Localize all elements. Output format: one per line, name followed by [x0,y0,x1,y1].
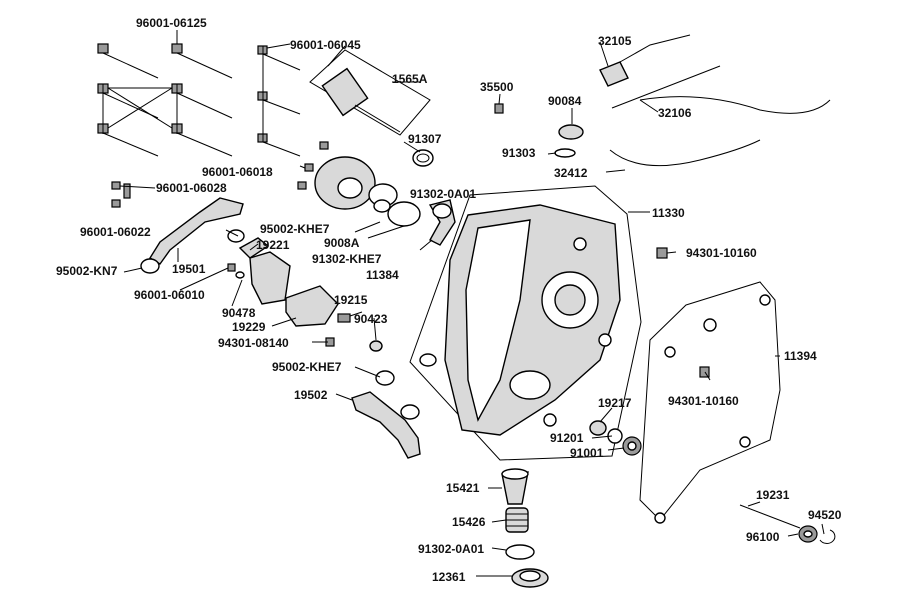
part-label: 91001 [570,446,604,460]
part-label: 19501 [172,262,206,276]
part-label: 95002-KHE7 [272,360,342,374]
bolt-group-06045 [257,43,301,157]
crankcase-cover-11330 [409,185,642,461]
part-label: 91201 [550,431,584,445]
oil-filter-stack [501,468,549,588]
sensor-wires [494,34,831,167]
part-label: 32412 [554,166,588,180]
part-label: 15421 [446,481,480,495]
part-label: 96001-06045 [290,38,361,52]
part-label: 19231 [756,488,790,502]
part-label: 11330 [652,206,685,220]
part-label: 90423 [354,312,388,326]
part-label: 12361 [432,570,466,584]
part-label: 9008A [324,236,360,250]
part-label: 90084 [548,94,582,108]
bolt-group-06125 [97,30,233,157]
part-label: 94301-08140 [218,336,289,350]
part-label: 11394 [784,349,817,363]
part-label: 95002-KHE7 [260,222,330,236]
part-label: 94301-10160 [668,394,739,408]
part-label: 96001-06125 [136,16,207,30]
part-label: 94520 [808,508,842,522]
part-label: 19221 [256,238,290,252]
part-label: 19215 [334,293,368,307]
part-label: 90478 [222,306,256,320]
part-label: 91302-0A01 [418,542,485,556]
part-label: 19502 [294,388,328,402]
hose-19502 [351,370,421,459]
pipe-11384 [428,199,456,246]
part-label: 19217 [598,396,632,410]
part-label: 96001-06028 [156,181,227,195]
shaft-19231 [739,504,836,544]
part-label: 95002-KN7 [56,264,118,278]
part-label: 91303 [502,146,536,160]
part-label: 94301-10160 [686,246,757,260]
pump-housing [227,237,383,352]
part-label: 91302-KHE7 [312,252,382,266]
part-label: 1565A [392,72,428,86]
part-label: 91302-0A01 [410,187,477,201]
part-label: 32106 [658,106,692,120]
hose-19501 [111,181,245,274]
part-label: 96001-06018 [202,165,273,179]
part-label: 32105 [598,34,632,48]
water-pump-cover [297,141,421,227]
part-label: 15426 [452,515,486,529]
part-label: 11384 [366,268,399,282]
part-label: 96001-06022 [80,225,151,239]
part-label: 35500 [480,80,514,94]
thermostat-assembly [309,49,434,167]
part-label: 91307 [408,132,442,146]
leader-lines [123,41,825,577]
gasket-11394 [639,247,781,524]
part-label: 96001-06010 [134,288,205,302]
part-label: 19229 [232,320,266,334]
part-label: 96100 [746,530,780,544]
bearing-group [589,420,642,456]
